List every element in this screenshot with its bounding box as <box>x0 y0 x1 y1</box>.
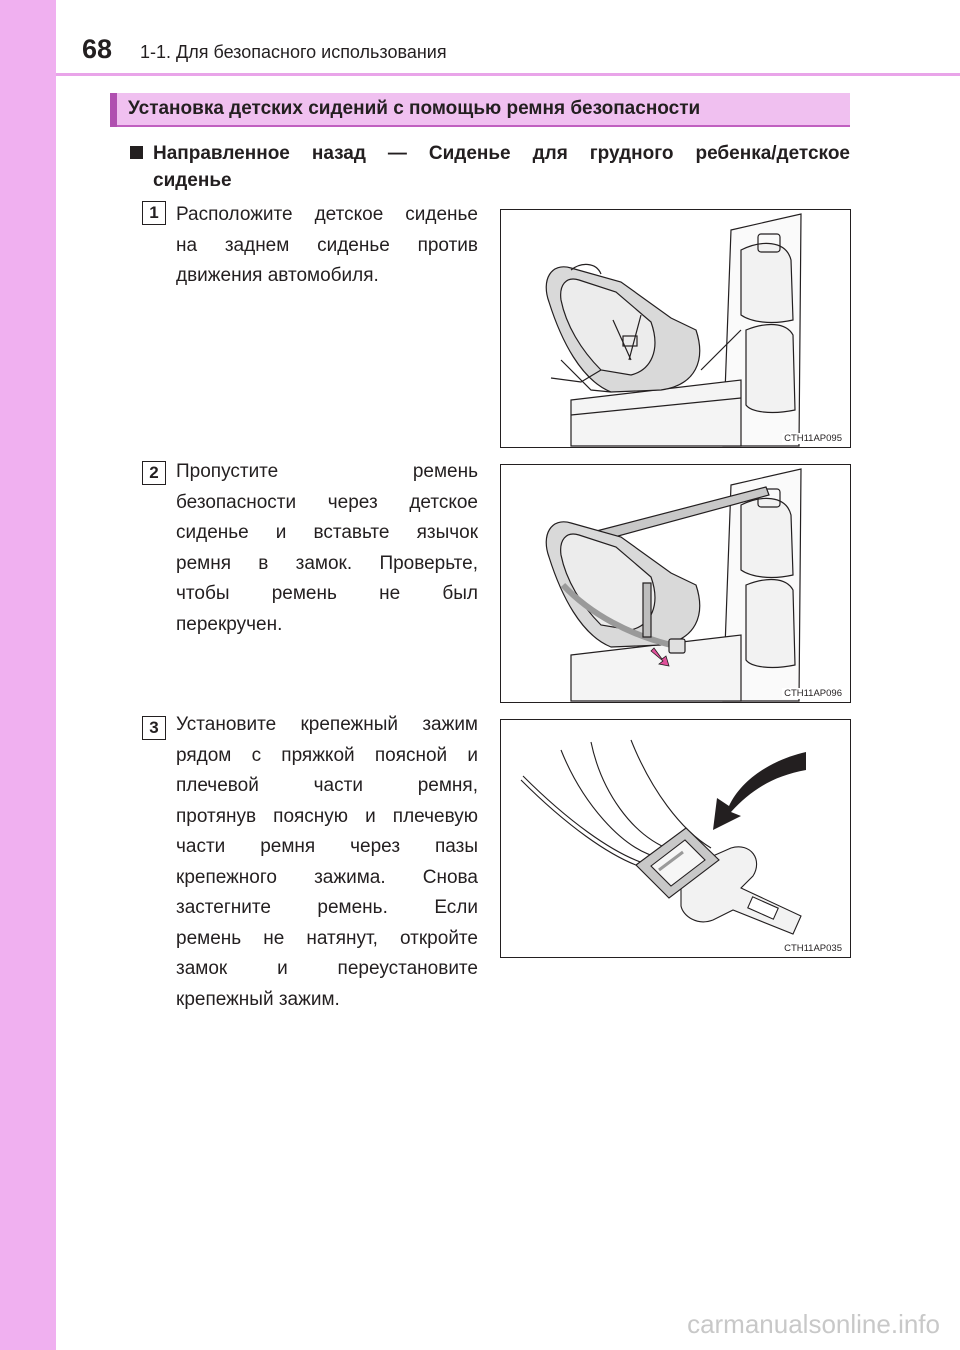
step-line: на заднем сиденье против <box>176 234 478 256</box>
figure-infant-seat-placement: CTH11AP095 <box>500 209 851 448</box>
subheading-line-1: Направленное назад — Сиденье для грудног… <box>153 143 850 164</box>
step-text-1: Расположите детское сиденье на заднем си… <box>176 200 478 292</box>
figure-locking-clip: CTH11AP035 <box>500 719 851 958</box>
locking-clip-illustration <box>520 739 806 935</box>
figure-code: CTH11AP035 <box>782 943 844 954</box>
pointer-arrow-icon <box>713 752 806 830</box>
watermark: carmanualsonline.info <box>687 1309 940 1339</box>
step-number-2: 2 <box>142 461 166 485</box>
header-divider <box>56 73 960 76</box>
chapter-tab-strip <box>0 0 56 1350</box>
banner-accent-bar <box>110 93 117 127</box>
figure-belt-routing: CTH11AP096 <box>500 464 851 703</box>
step-line: крепежного зажима. Снова <box>176 866 478 888</box>
step-text-3: Установите крепежный зажим рядом с пряжк… <box>176 710 478 1015</box>
insert-arrow-icon <box>650 647 670 667</box>
step-number-3: 3 <box>142 716 166 740</box>
step-line: чтобы ремень не был <box>176 583 478 604</box>
step-line: ремня в замок. Проверьте, <box>176 552 478 574</box>
infant-seat-illustration <box>545 213 802 447</box>
subheading-line-2: сиденье <box>153 170 232 191</box>
step-line: ремень не натянут, откройте <box>176 927 478 949</box>
step-line: протянув поясную и плечевую <box>176 805 478 827</box>
step-line: Пропустите ремень <box>176 461 478 482</box>
step-line: движения автомобиля. <box>176 265 379 286</box>
section-title: Установка детских сидений с помощью ремн… <box>128 98 701 119</box>
chapter-title: 1-1. Для безопасного использования <box>140 42 447 62</box>
step-line: замок и переустановите <box>176 958 478 979</box>
step-line: сиденье и вставьте язычок <box>176 522 478 543</box>
section-banner: Установка детских сидений с помощью ремн… <box>110 93 850 127</box>
step-line: безопасности через детское <box>176 491 478 513</box>
step-text-2: Пропустите ремень безопасности через дет… <box>176 457 478 640</box>
step-line: Установите крепежный зажим <box>176 714 478 735</box>
step-line: застегните ремень. Если <box>176 897 478 918</box>
figure-code: CTH11AP096 <box>782 688 844 699</box>
step-number-1: 1 <box>142 201 166 225</box>
step-line: Расположите детское сиденье <box>176 204 478 225</box>
step-line: перекручен. <box>176 613 283 635</box>
page-number: 68 <box>82 34 113 64</box>
step-line: крепежный зажим. <box>176 988 340 1010</box>
step-line: плечевой части ремня, <box>176 775 478 796</box>
belt-routing-illustration <box>545 468 802 702</box>
square-bullet-icon <box>130 146 143 159</box>
figure-code: CTH11AP095 <box>782 433 844 444</box>
step-line: части ремня через пазы <box>176 836 478 857</box>
step-line: рядом с пряжкой поясной и <box>176 744 478 766</box>
